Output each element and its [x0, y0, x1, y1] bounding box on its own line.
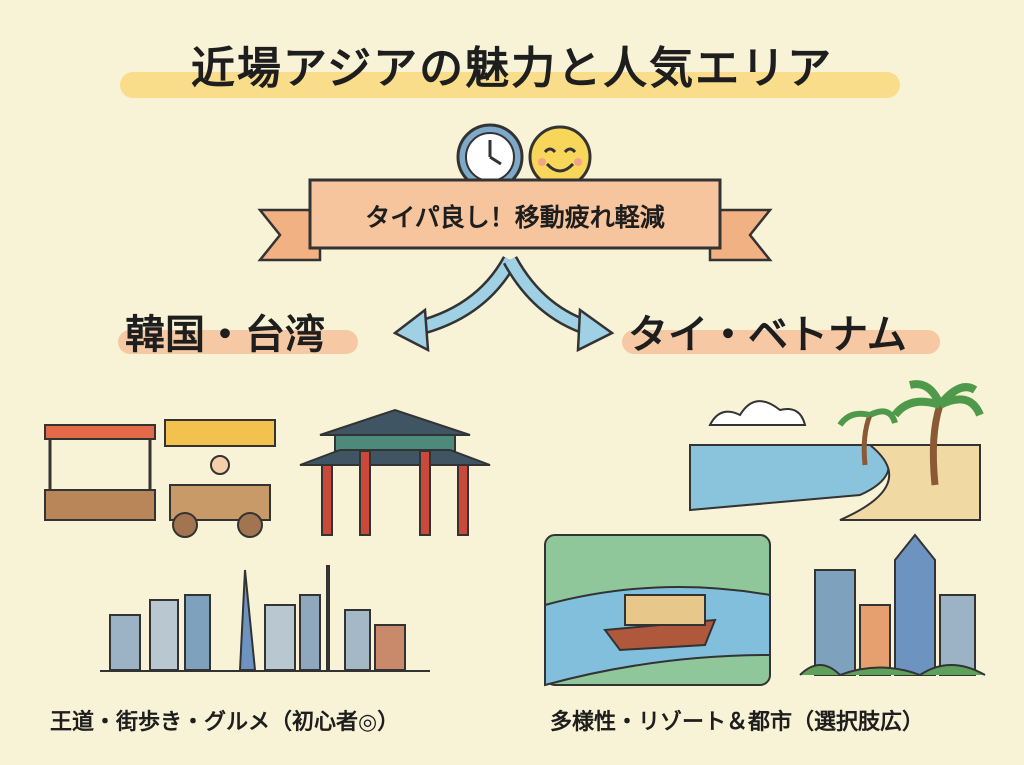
- city-skyline-illustration: [100, 565, 430, 672]
- beach-palm-illustration: [689, 380, 984, 521]
- left-caption: 王道・街歩き・グルメ（初心者◎）: [50, 710, 400, 735]
- river-boat-illustration: [544, 534, 771, 687]
- banner-text: タイパ良し！移動疲れ軽減: [365, 203, 665, 232]
- modern-city-illustration: [799, 533, 986, 677]
- page-title: 近場アジアの魅力と人気エリア: [190, 43, 834, 94]
- title-highlight: [120, 72, 900, 98]
- right-caption: 多様性・リゾート＆都市（選択肢広）: [550, 710, 925, 735]
- ribbon-banner: [257, 178, 773, 262]
- paifang-gate-illustration: [299, 408, 491, 536]
- clock-icon: [456, 123, 524, 191]
- street-food-stall-illustration: [44, 419, 276, 538]
- right-heading-highlight: [622, 330, 940, 354]
- left-heading: 韓国・台湾: [125, 312, 325, 358]
- right-heading: タイ・ベトナム: [628, 312, 907, 358]
- left-heading-highlight: [118, 330, 358, 354]
- split-arrows: [392, 256, 615, 353]
